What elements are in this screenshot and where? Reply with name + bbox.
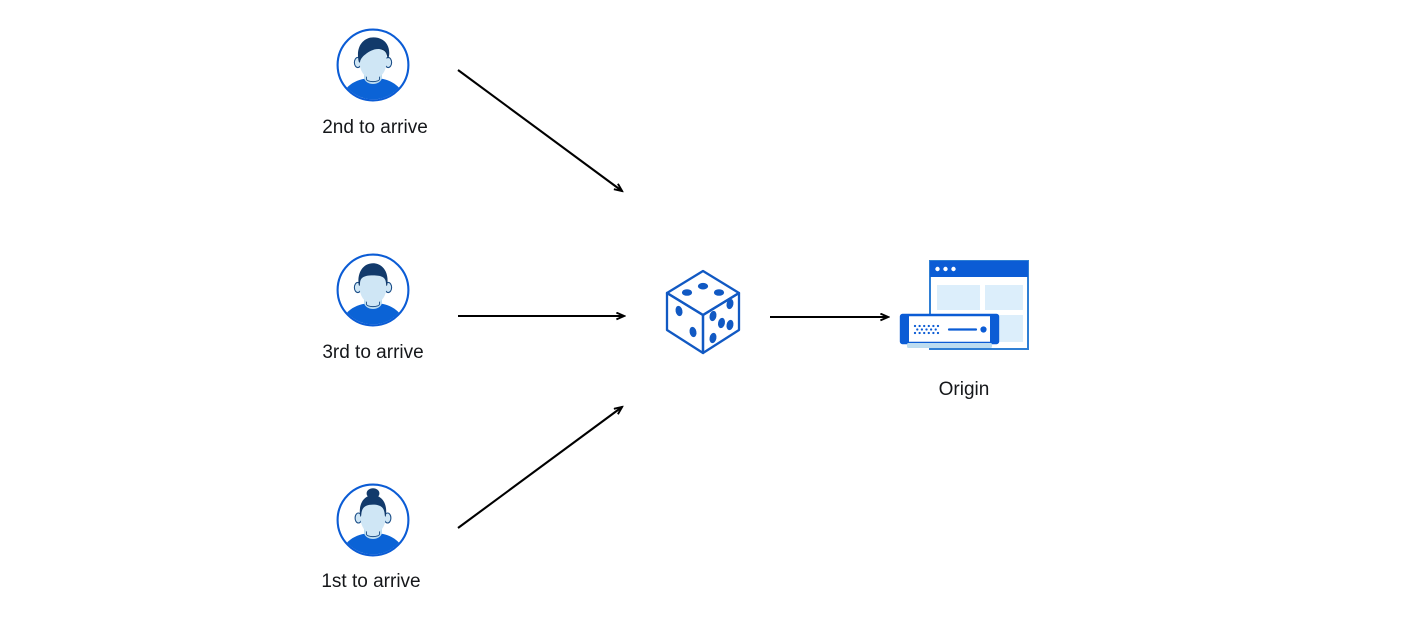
avatar-person-icon	[336, 483, 410, 557]
avatar-person-icon	[336, 253, 410, 327]
client-label-3rd: 3rd to arrive	[322, 342, 424, 363]
dice-cube-icon	[665, 269, 741, 355]
client-label-2nd: 2nd to arrive	[322, 117, 428, 138]
origin-label: Origin	[938, 379, 990, 400]
arrow-1st-to-dice	[457, 407, 622, 529]
origin-node[interactable]	[896, 256, 1036, 362]
avatar-person-icon	[336, 28, 410, 102]
arrow-2nd-to-dice	[457, 69, 622, 191]
client-node-3rd[interactable]	[336, 253, 410, 327]
client-node-1st[interactable]	[336, 483, 410, 557]
server-box-icon	[899, 313, 1000, 348]
client-label-1st: 1st to arrive	[321, 571, 421, 592]
dice-node[interactable]	[663, 268, 743, 356]
origin-server-icon	[899, 260, 1029, 350]
client-node-2nd[interactable]	[336, 28, 410, 102]
